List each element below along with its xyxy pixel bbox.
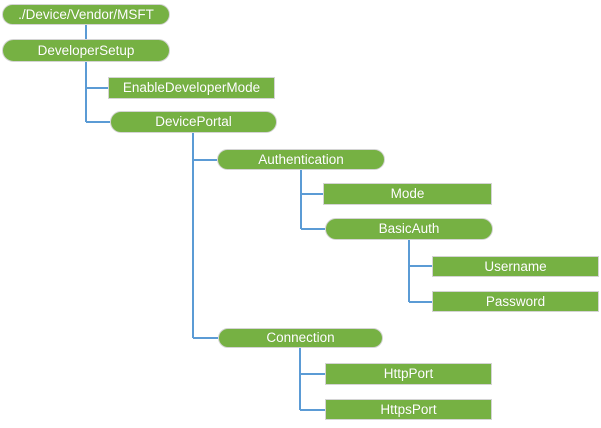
tree-node-authentication: Authentication (217, 149, 385, 170)
tree-node-https-port: HttpsPort (325, 399, 492, 420)
tree-node-username: Username (432, 256, 599, 277)
tree-node-password: Password (432, 291, 599, 312)
tree-node-connection: Connection (218, 328, 383, 348)
tree-node-device-portal: DevicePortal (110, 111, 277, 133)
tree-node-enable-developer-mode: EnableDeveloperMode (108, 77, 275, 99)
tree-node-root: ./Device/Vendor/MSFT (2, 4, 170, 25)
tree-node-mode: Mode (323, 183, 492, 205)
tree-node-developer-setup: DeveloperSetup (2, 39, 170, 62)
tree-node-http-port: HttpPort (325, 363, 492, 385)
tree-node-basic-auth: BasicAuth (325, 218, 493, 240)
